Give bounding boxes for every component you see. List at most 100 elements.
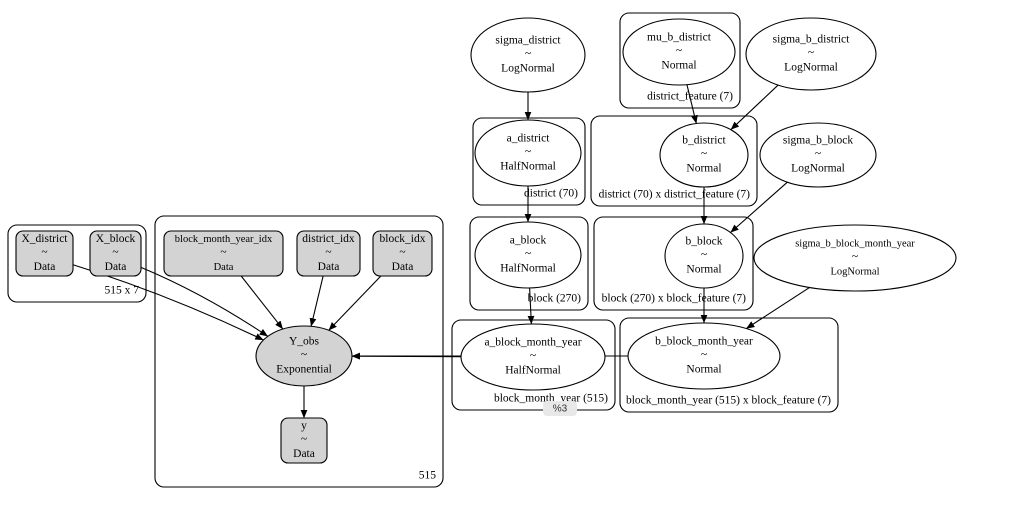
node-label: X_district <box>22 233 69 245</box>
nodes-layer: sigma_district~LogNormalmu_b_district~No… <box>15 17 957 464</box>
plate-plate_district_x_feature: district (70) x district_feature (7) <box>590 115 758 207</box>
edge-X_block-to-Y_obs <box>140 266 269 337</box>
plate-plate_515: 515 <box>154 215 444 488</box>
node-tilde: ~ <box>676 45 682 57</box>
node-distribution: LogNormal <box>501 63 555 75</box>
node-sigma_b_block[interactable]: sigma_b_block~ LogNormal <box>759 122 877 188</box>
node-shape-ellipse[interactable] <box>759 122 877 188</box>
node-label: sigma_b_block <box>783 135 854 147</box>
node-tilde: ~ <box>399 247 405 259</box>
node-tilde: ~ <box>852 251 858 263</box>
node-Y_obs[interactable]: Y_obs~Exponential <box>255 325 353 387</box>
node-distribution: Data <box>34 261 56 273</box>
node-tilde: ~ <box>41 247 47 259</box>
edge-sigma_b_district-to-b_district <box>730 84 779 131</box>
plate-label: block (270) <box>528 293 582 305</box>
node-b_block_month_year[interactable]: b_block_month_year~Normal <box>627 322 781 390</box>
node-shape-ellipse[interactable] <box>753 224 957 292</box>
edge-block_month_year_idx-to-Y_obs <box>240 275 284 330</box>
node-shape-ellipse[interactable] <box>474 119 582 187</box>
node-a_block[interactable]: a_block~HalfNormal <box>474 221 582 289</box>
node-a_district[interactable]: a_district~HalfNormal <box>474 119 582 187</box>
node-a_block_month_year[interactable]: a_block_month_year~HalfNormal <box>460 323 606 391</box>
node-sigma_district[interactable]: sigma_district~ LogNormal <box>470 17 586 93</box>
node-distribution: Data <box>318 261 340 273</box>
node-shape-ellipse[interactable] <box>460 323 606 391</box>
node-mu_b_district[interactable]: mu_b_district~Normal <box>622 18 736 86</box>
node-shape-ellipse[interactable] <box>255 325 353 387</box>
node-shape-ellipse[interactable] <box>622 18 736 86</box>
node-shape-rect[interactable] <box>372 230 433 277</box>
plate-label: 515 x 7 <box>105 285 140 297</box>
node-tilde: ~ <box>325 247 331 259</box>
node-shape-rect[interactable] <box>163 230 284 277</box>
node-shape-ellipse[interactable] <box>745 17 877 91</box>
edge-block_idx-to-Y_obs <box>328 275 382 331</box>
node-distribution: LogNormal <box>784 62 838 74</box>
node-distribution: LogNormal <box>831 266 880 277</box>
node-shape-rect[interactable] <box>280 417 328 464</box>
node-shape-ellipse[interactable] <box>659 122 749 188</box>
node-tilde: ~ <box>220 247 226 259</box>
node-shape-ellipse[interactable] <box>470 17 586 93</box>
node-tilde: ~ <box>815 148 821 160</box>
node-tilde: ~ <box>301 434 307 446</box>
node-label: y <box>301 420 307 432</box>
node-block_month_year_idx[interactable]: block_month_year_idx~Data <box>163 230 284 277</box>
node-shape-ellipse[interactable] <box>474 221 582 289</box>
edge-mu_b_district-to-b_district <box>686 84 698 124</box>
node-distribution: Data <box>214 262 234 273</box>
node-sigma_b_block_month_year[interactable]: sigma_b_block_month_year ~ LogNormal <box>753 224 957 292</box>
node-label: a_district <box>507 133 551 145</box>
node-distribution: LogNormal <box>791 163 845 175</box>
node-distribution: Data <box>105 261 127 273</box>
node-tilde: ~ <box>701 349 707 361</box>
node-shape-rect[interactable] <box>89 230 142 277</box>
node-distribution: Normal <box>686 364 721 376</box>
node-b_district[interactable]: b_district~Normal <box>659 122 749 188</box>
node-label: sigma_b_district <box>773 34 850 46</box>
node-b_block[interactable]: b_block~Normal <box>664 223 744 289</box>
node-distribution: Normal <box>686 163 721 175</box>
node-y[interactable]: y~Data <box>280 417 328 464</box>
node-distribution: Data <box>392 261 414 273</box>
node-tilde: ~ <box>301 349 307 361</box>
node-label: X_block <box>96 233 136 245</box>
node-block_idx[interactable]: block_idx ~ Data <box>372 230 433 277</box>
plate-label: district (70) <box>524 188 578 200</box>
node-distribution: HalfNormal <box>505 365 561 377</box>
plate-plate_bmy_x_feature: block_month_year (515) x block_feature (… <box>619 317 839 413</box>
node-label: sigma_district <box>495 35 561 47</box>
node-tilde: ~ <box>701 148 707 160</box>
node-label: a_block_month_year <box>484 337 581 349</box>
node-sigma_b_district[interactable]: sigma_b_district~LogNormal <box>745 17 877 91</box>
node-label: sigma_b_block_month_year <box>795 238 915 249</box>
plate-label: block (270) x block_feature (7) <box>602 293 747 305</box>
node-shape-rect[interactable] <box>15 230 74 277</box>
svg-text:%3: %3 <box>553 404 568 415</box>
node-label: mu_b_district <box>647 32 712 44</box>
node-label: block_idx <box>380 233 426 245</box>
node-X_block[interactable]: X_block ~ Data <box>89 230 142 277</box>
node-tilde: ~ <box>525 248 531 260</box>
edge-sigma_b_block_month_year-to-b_block_month_year <box>745 287 810 330</box>
plate-plate_515x7: 515 x 7 <box>7 224 147 303</box>
edge-sigma_b_block-to-b_block <box>730 181 788 233</box>
node-distribution: Exponential <box>276 364 332 376</box>
node-shape-rect[interactable] <box>296 230 361 277</box>
node-tilde: ~ <box>701 249 707 261</box>
plate-label: district (70) x district_feature (7) <box>599 189 751 201</box>
plate-label: 515 <box>419 470 437 482</box>
node-district_idx[interactable]: district_idx~Data <box>296 230 361 277</box>
graph-name-label: %3 <box>543 401 577 416</box>
node-tilde: ~ <box>112 247 118 259</box>
plate-label: block_month_year (515) x block_feature (… <box>626 395 831 407</box>
node-shape-ellipse[interactable] <box>627 322 781 390</box>
node-shape-ellipse[interactable] <box>664 223 744 289</box>
node-tilde: ~ <box>525 48 531 60</box>
plate-label: block_month_year (515) <box>494 393 608 405</box>
node-distribution: Normal <box>686 264 721 276</box>
node-X_district[interactable]: X_district ~ Data <box>15 230 74 277</box>
